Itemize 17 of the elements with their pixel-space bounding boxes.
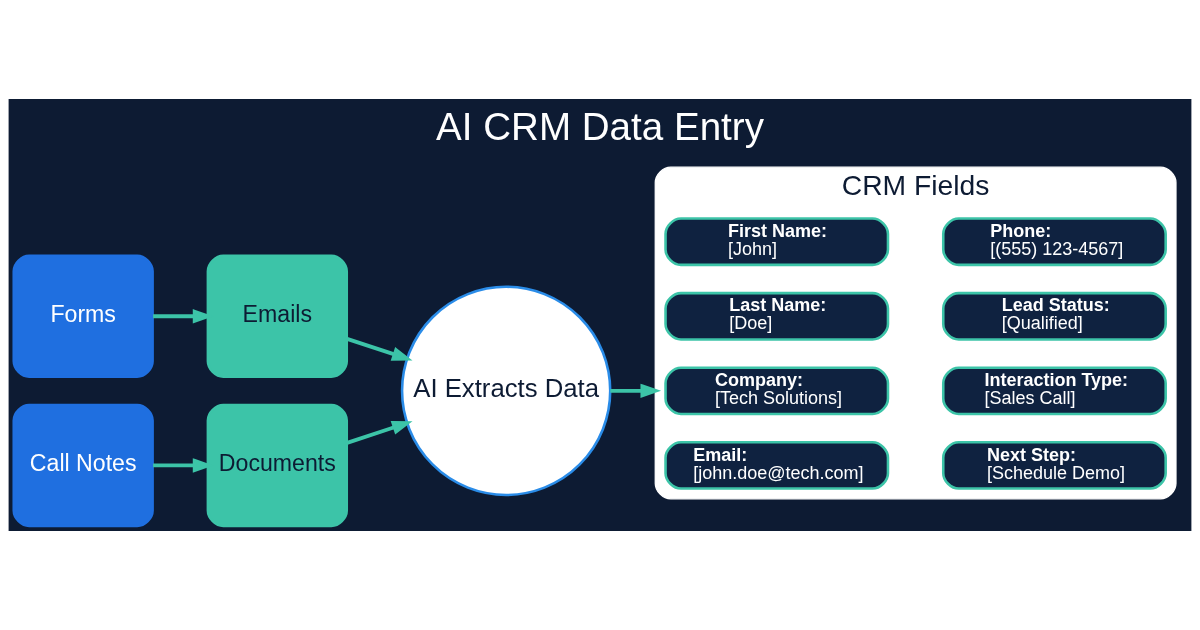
node-box: Call Notes — [12, 403, 154, 528]
arrow — [610, 383, 662, 399]
node-box: Next Step: [Schedule Demo] — [941, 441, 1167, 490]
arrow — [346, 337, 413, 361]
node-box: Emails — [206, 254, 349, 378]
node-box: Email: [john.doe@tech.com] — [664, 441, 890, 490]
node-box: Interaction Type: [Sales Call] — [941, 366, 1167, 416]
node-circle: AI Extracts Data — [400, 285, 612, 497]
node-box: Company: [Tech Solutions] — [664, 366, 890, 416]
diagram-title: AI CRM Data Entry — [436, 105, 764, 149]
arrow — [346, 420, 413, 445]
node-box: Last Name: [Doe] — [664, 291, 890, 341]
node-box: Documents — [206, 403, 349, 528]
node-box: First Name: [John] — [664, 217, 890, 267]
node-box: Forms — [12, 254, 154, 378]
node-box: Lead Status: [Qualified] — [941, 291, 1167, 341]
node-box: Phone: [(555) 123-4567] — [941, 217, 1167, 267]
